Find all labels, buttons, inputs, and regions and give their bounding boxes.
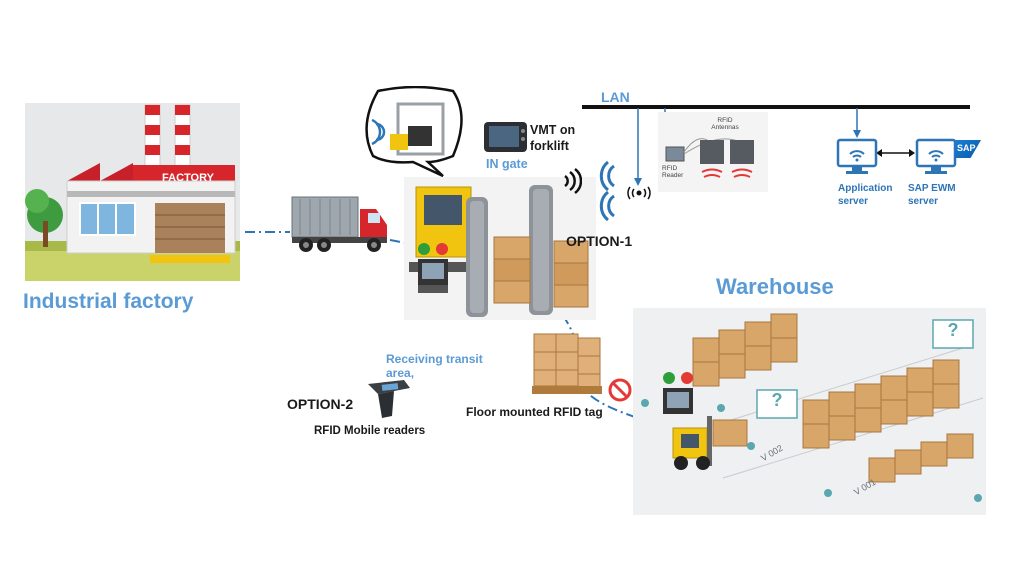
warehouse-title: Warehouse xyxy=(716,274,834,299)
factory-illustration xyxy=(25,103,240,281)
mobile-readers-label: RFID Mobile readers xyxy=(314,425,426,437)
receiving-transit-label: Receiving transit area, xyxy=(386,352,483,380)
wireless-signal-icon xyxy=(562,168,582,194)
truck-icon xyxy=(290,195,390,257)
no-entry-icon xyxy=(608,378,632,402)
sap-ewm-server-label: SAP EWM server xyxy=(908,183,956,207)
vmt-label: VMT on forklift xyxy=(530,123,576,153)
option1-label: OPTION-1 xyxy=(566,233,633,249)
sap-ewm-server-icon xyxy=(915,138,957,176)
floor-tag-label: Floor mounted RFID tag xyxy=(466,405,603,419)
factory-title: Industrial factory xyxy=(23,290,194,313)
rfid-reader-label: RFID Reader xyxy=(662,165,684,179)
application-server-icon xyxy=(836,138,878,176)
in-gate-illustration xyxy=(404,177,596,320)
pallet-stack-illustration xyxy=(532,330,604,396)
option2-label: OPTION-2 xyxy=(287,396,354,412)
lan-line xyxy=(582,105,970,109)
in-gate-label: IN gate xyxy=(486,157,528,171)
rfid-antennas-label: RFID Antennas xyxy=(711,117,739,131)
lan-label: LAN xyxy=(601,89,630,105)
warehouse-question-mark-2: ? xyxy=(771,390,783,410)
antenna-waves-icon xyxy=(596,160,620,222)
rfid-reader-antennas-illustration xyxy=(658,112,768,192)
rfid-mobile-reader-icon xyxy=(364,378,414,420)
vmt-bubble xyxy=(358,86,473,178)
warehouse-illustration xyxy=(633,308,986,515)
factory-sign: FACTORY xyxy=(162,172,214,184)
warehouse-question-mark-1: ? xyxy=(947,320,959,340)
access-point-icon xyxy=(625,186,653,200)
vmt-device-icon xyxy=(483,121,528,153)
application-server-label: Application server xyxy=(838,183,893,207)
